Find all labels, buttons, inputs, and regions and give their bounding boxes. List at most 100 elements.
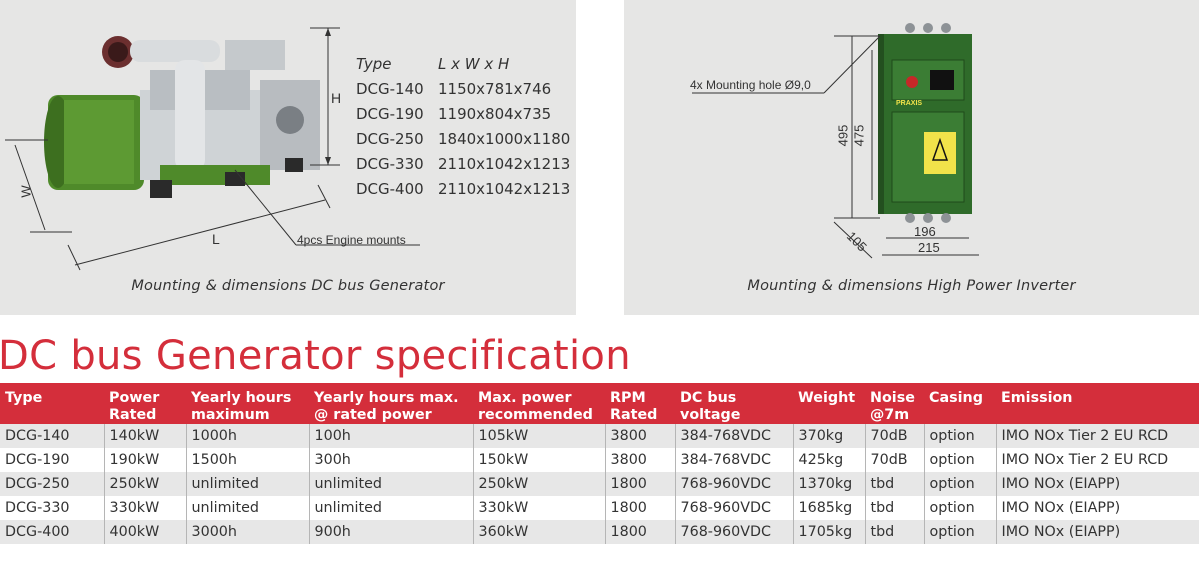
generator-image [44, 36, 320, 198]
table-cell: 900h [308, 520, 473, 544]
dimension-type: DCG-140 [356, 80, 424, 98]
table-cell: 140kW [103, 424, 186, 448]
table-cell: 768-960VDC [674, 472, 793, 496]
table-cell: 1500h [185, 448, 309, 472]
table-cell: 425kg [792, 448, 865, 472]
dimension-value: 1150x781x746 [438, 80, 552, 98]
column-header-line: Casing [929, 390, 983, 406]
column-header-line: Weight [798, 390, 856, 406]
table-cell: option [923, 520, 996, 544]
table-cell: 70dB [864, 424, 924, 448]
table-cell: 330kW [103, 496, 186, 520]
column-header: Weight [793, 383, 865, 424]
table-cell: 384-768VDC [674, 424, 793, 448]
table-cell: 768-960VDC [674, 520, 793, 544]
column-header-line: maximum [191, 407, 270, 423]
height-label: H [331, 90, 342, 106]
table-cell: tbd [864, 472, 924, 496]
mounting-hole-note: 4x Mounting hole Ø9,0 [690, 78, 811, 92]
table-cell: IMO NOx Tier 2 EU RCD [995, 424, 1199, 448]
table-cell: DCG-330 [0, 496, 104, 520]
table-cell: 330kW [472, 496, 605, 520]
page-title: DC bus Generator specification [0, 333, 631, 379]
dimension-value: 2110x1042x1213 [438, 180, 571, 198]
dimension-value: 2110x1042x1213 [438, 155, 571, 173]
inverter-brand-label: PRAXIS [896, 100, 923, 107]
table-cell: IMO NOx Tier 2 EU RCD [995, 448, 1199, 472]
table-cell: unlimited [308, 472, 473, 496]
column-header-line: Rated [109, 407, 157, 423]
table-cell: 1685kg [792, 496, 865, 520]
dimension-value: 1190x804x735 [438, 105, 552, 123]
table-cell: DCG-400 [0, 520, 104, 544]
dimension-row: DCG-330 2110x1042x1213 [356, 152, 570, 177]
column-header-line: Rated [610, 407, 658, 423]
column-header-line: Emission [1001, 390, 1073, 406]
column-header-line: @7m [870, 407, 910, 423]
table-cell: 370kg [792, 424, 865, 448]
table-cell: 3000h [185, 520, 309, 544]
inverter-caption: Mounting & dimensions High Power Inverte… [747, 278, 1076, 294]
table-cell: option [923, 496, 996, 520]
table-cell: unlimited [185, 496, 309, 520]
table-cell: 100h [308, 424, 473, 448]
column-header-line: RPM [610, 390, 646, 406]
table-cell: 1705kg [792, 520, 865, 544]
column-header-line: DC bus [680, 390, 737, 406]
column-header: Yearly hours max.@ rated power [309, 383, 473, 424]
column-header: Casing [924, 383, 996, 424]
column-header: Type [0, 383, 104, 424]
table-cell: 105kW [472, 424, 605, 448]
table-cell: 1370kg [792, 472, 865, 496]
table-cell: tbd [864, 496, 924, 520]
column-header-line: @ rated power [314, 407, 432, 423]
column-header-line: Type [5, 390, 43, 406]
table-cell: unlimited [185, 472, 309, 496]
dimension-type: DCG-250 [356, 130, 424, 148]
table-cell: 384-768VDC [674, 448, 793, 472]
generator-caption: Mounting & dimensions DC bus Generator [131, 278, 445, 294]
table-cell: 190kW [103, 448, 186, 472]
column-header-line: Noise [870, 390, 915, 406]
table-cell: IMO NOx (EIAPP) [995, 520, 1199, 544]
engine-mounts-note: 4pcs Engine mounts [297, 233, 406, 247]
generator-drawing [5, 27, 420, 271]
column-header-line: Yearly hours [191, 390, 292, 406]
table-cell: 3800 [604, 448, 675, 472]
table-cell: 1000h [185, 424, 309, 448]
width-label: W [18, 185, 34, 198]
table-cell: 250kW [103, 472, 186, 496]
inverter-dimensions-panel: 4x Mounting hole Ø9,0 495 475 105 196 21… [624, 0, 1199, 315]
column-header: Emission [996, 383, 1199, 424]
table-cell: 1800 [604, 520, 675, 544]
table-cell: DCG-140 [0, 424, 104, 448]
column-header: Noise@7m [865, 383, 924, 424]
dimension-header-lwh: L x W x H [438, 55, 510, 73]
table-cell: DCG-250 [0, 472, 104, 496]
column-header-line: voltage [680, 407, 741, 423]
inverter-drawing [692, 23, 979, 259]
dimension-495: 495 [835, 124, 851, 147]
column-header-line: Yearly hours max. [314, 390, 459, 406]
dimension-type: DCG-330 [356, 155, 424, 173]
dimension-475: 475 [851, 124, 867, 147]
dimension-type: DCG-190 [356, 105, 424, 123]
dimension-196: 196 [914, 224, 936, 239]
column-header-line: Power [109, 390, 160, 406]
table-cell: option [923, 424, 996, 448]
table-cell: 1800 [604, 496, 675, 520]
table-cell: IMO NOx (EIAPP) [995, 496, 1199, 520]
table-cell: 150kW [472, 448, 605, 472]
